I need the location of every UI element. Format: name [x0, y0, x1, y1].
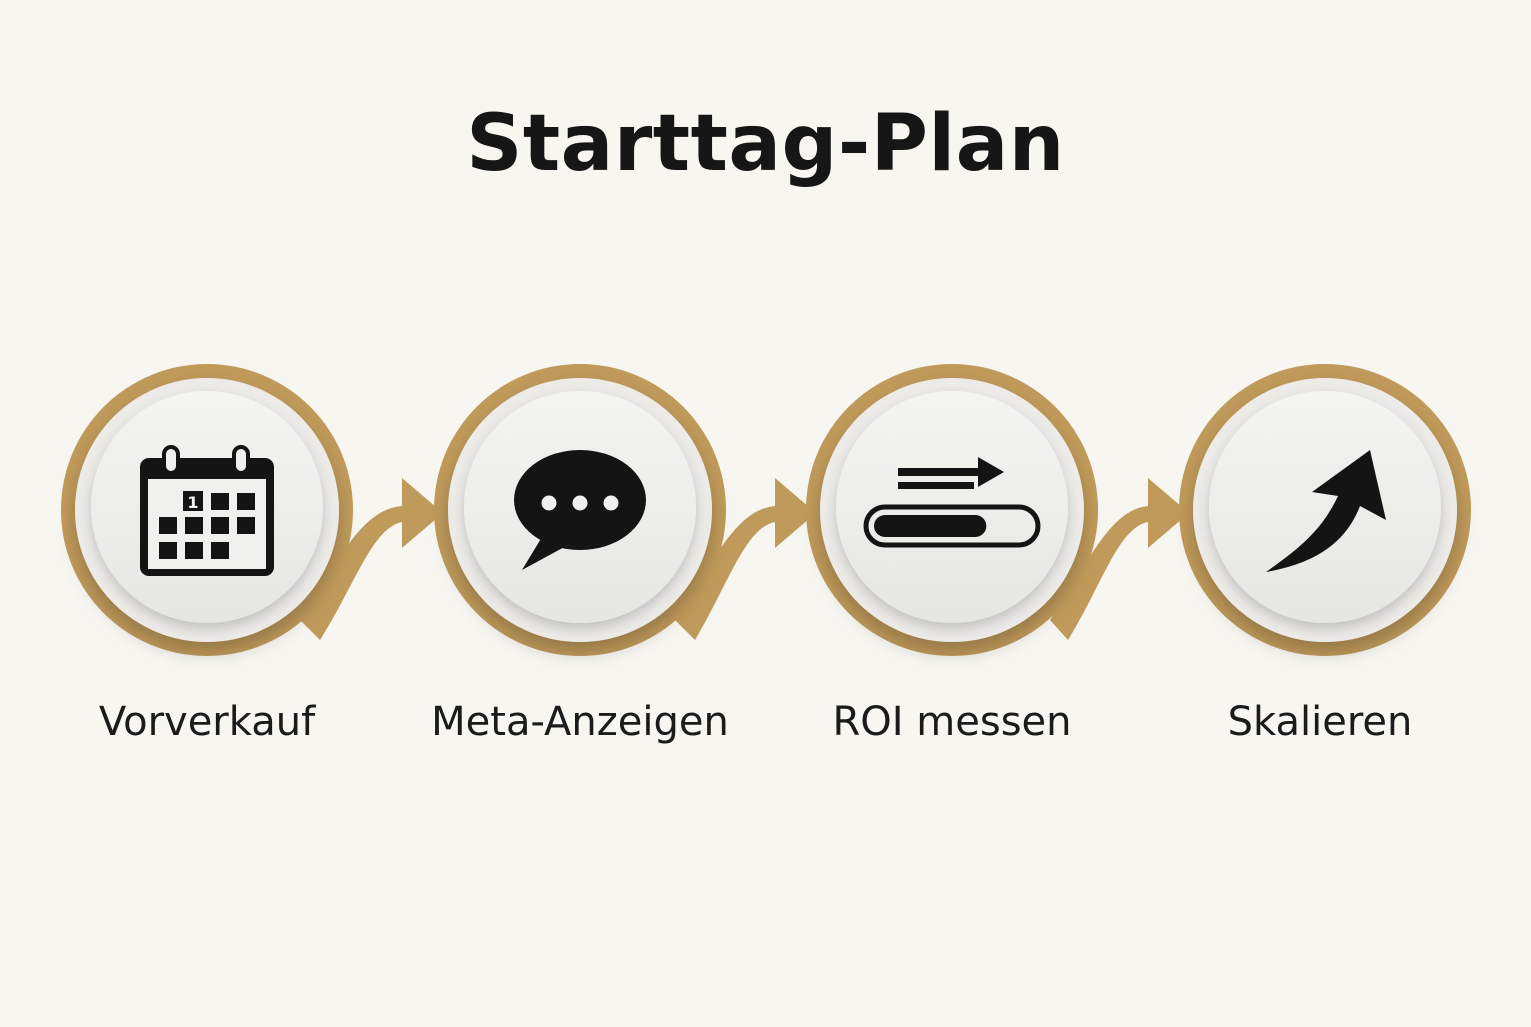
- calendar-day-number: 1: [187, 493, 198, 512]
- connector-arrow: [1050, 478, 1189, 640]
- connector-arrow: [675, 478, 816, 640]
- progress-fill: [874, 515, 987, 537]
- speech-bubble-icon: [514, 450, 646, 570]
- step-label-skalieren: Skalieren: [1227, 699, 1413, 745]
- step-4-node: [1179, 364, 1471, 656]
- connector-3: [1050, 478, 1189, 640]
- inner-disc: [1209, 391, 1441, 623]
- connector-2: [675, 478, 816, 640]
- calendar-icon: 1: [140, 445, 274, 576]
- step-1-node: 1: [61, 364, 353, 656]
- right-arrow-shaft: [898, 468, 982, 476]
- connector-1: [300, 478, 443, 640]
- trend-up-arrow-icon: [1266, 450, 1386, 572]
- diagram-title: Starttag-Plan: [466, 99, 1065, 189]
- step-label-roi-messen: ROI messen: [832, 699, 1072, 745]
- connector-arrow: [300, 478, 443, 640]
- step-label-meta-anzeigen: Meta-Anzeigen: [431, 699, 729, 745]
- step-label-vorverkauf: Vorverkauf: [98, 699, 316, 745]
- step-3-node: [806, 364, 1098, 656]
- right-arrow-head: [978, 457, 1004, 487]
- step-2-node: [434, 364, 726, 656]
- progress-bar-icon: [863, 457, 1041, 548]
